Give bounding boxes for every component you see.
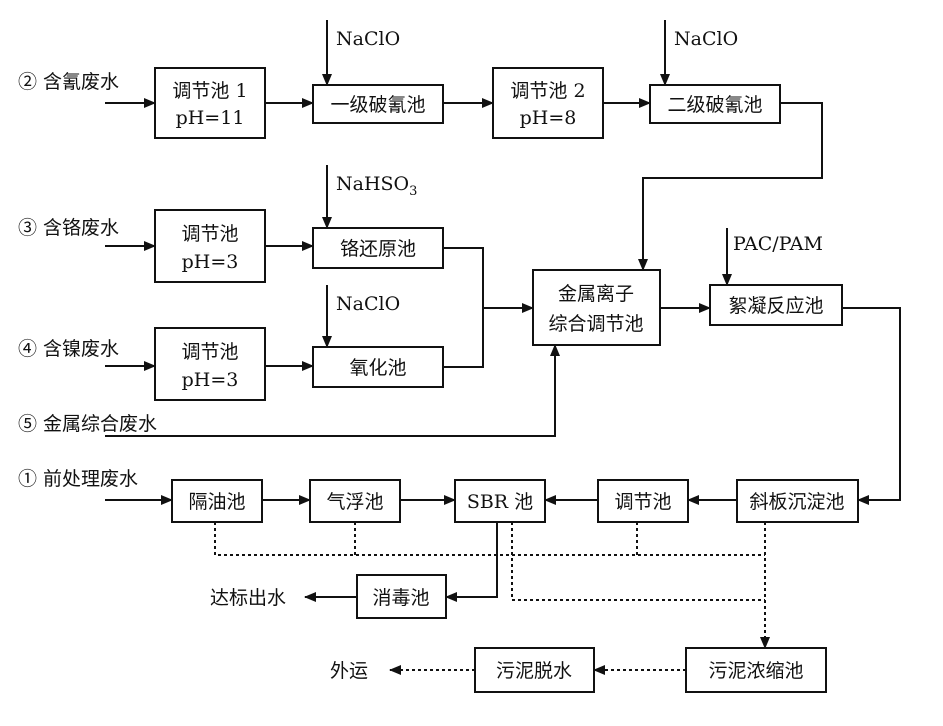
arrow [105, 344, 560, 437]
box-label: 调节池 2 [510, 80, 585, 102]
box-label: 氧化池 [349, 357, 406, 379]
adjust-tank-2: 调节池 2 pH=8 [492, 67, 604, 139]
box-label: SBR 池 [467, 491, 533, 513]
box-label: pH=3 [182, 369, 239, 391]
box-label: 调节池 [181, 223, 238, 245]
flocculation-tank: 絮凝反应池 [709, 284, 843, 326]
adjust-tank-cr: 调节池 pH=3 [154, 209, 266, 283]
arrow [638, 102, 823, 271]
line [443, 247, 484, 368]
output-label-haul: 外运 [330, 660, 368, 682]
box-label: 调节池 [181, 341, 238, 363]
chromium-reduction-tank: 铬还原池 [312, 227, 444, 269]
input-label-pretreatment: ① 前处理废水 [18, 468, 138, 490]
reagent-label: NaClO [336, 293, 400, 315]
sludge-thickener: 污泥浓缩池 [685, 647, 827, 693]
sludge-line [511, 522, 765, 601]
box-label: 铬还原池 [340, 238, 416, 260]
sludge-dewatering: 污泥脱水 [474, 647, 595, 693]
arrow [445, 522, 498, 602]
adjust-tank-ni: 调节池 pH=3 [154, 327, 266, 401]
box-label: pH=8 [520, 107, 577, 129]
box-label: pH=3 [182, 251, 239, 273]
cyanide-tank-2: 二级破氰池 [649, 84, 781, 124]
sbr-tank: SBR 池 [454, 479, 546, 523]
box-label: 调节池 [614, 491, 671, 513]
box-label: pH=11 [176, 107, 245, 129]
disinfection-tank: 消毒池 [356, 574, 447, 619]
input-label-nickel: ④ 含镍废水 [18, 338, 119, 360]
settling-tank: 斜板沉淀池 [736, 479, 859, 523]
input-label-chromium: ③ 含铬废水 [18, 217, 119, 239]
box-label: 综合调节池 [548, 313, 643, 335]
input-label-cyanide: ② 含氰废水 [18, 71, 119, 93]
connectors [105, 20, 901, 675]
box-label: 二级破氰池 [667, 94, 762, 116]
box-label: 斜板沉淀池 [749, 491, 844, 513]
box-label: 絮凝反应池 [728, 295, 823, 317]
box-label: 一级破氰池 [330, 94, 425, 116]
reagent-label: NaClO [336, 28, 400, 50]
box-label: 污泥脱水 [496, 660, 572, 682]
oil-separator: 隔油池 [171, 479, 263, 523]
arrow [842, 307, 901, 505]
input-label-metal: ⑤ 金属综合废水 [18, 413, 157, 435]
sludge-line [214, 522, 765, 556]
flotation-tank: 气浮池 [309, 479, 401, 523]
reagent-label: NaHSO3 [336, 173, 417, 199]
reagent-label: NaClO [674, 28, 738, 50]
adjust-tank-1: 调节池 1 pH=11 [154, 67, 266, 139]
box-label: 污泥浓缩池 [708, 660, 803, 682]
box-label: 隔油池 [188, 491, 245, 513]
box-label: 调节池 1 [172, 80, 247, 102]
metal-adjust-tank: 金属离子 综合调节池 [532, 269, 661, 346]
adjust-tank: 调节池 [597, 479, 689, 523]
box-label: 金属离子 [558, 283, 634, 305]
reagent-label: PAC/PAM [733, 233, 823, 255]
box-label: 气浮池 [326, 491, 383, 513]
oxidation-tank: 氧化池 [312, 346, 444, 388]
output-label-effluent: 达标出水 [210, 587, 286, 609]
box-label: 消毒池 [372, 587, 429, 609]
cyanide-tank-1: 一级破氰池 [312, 84, 444, 124]
